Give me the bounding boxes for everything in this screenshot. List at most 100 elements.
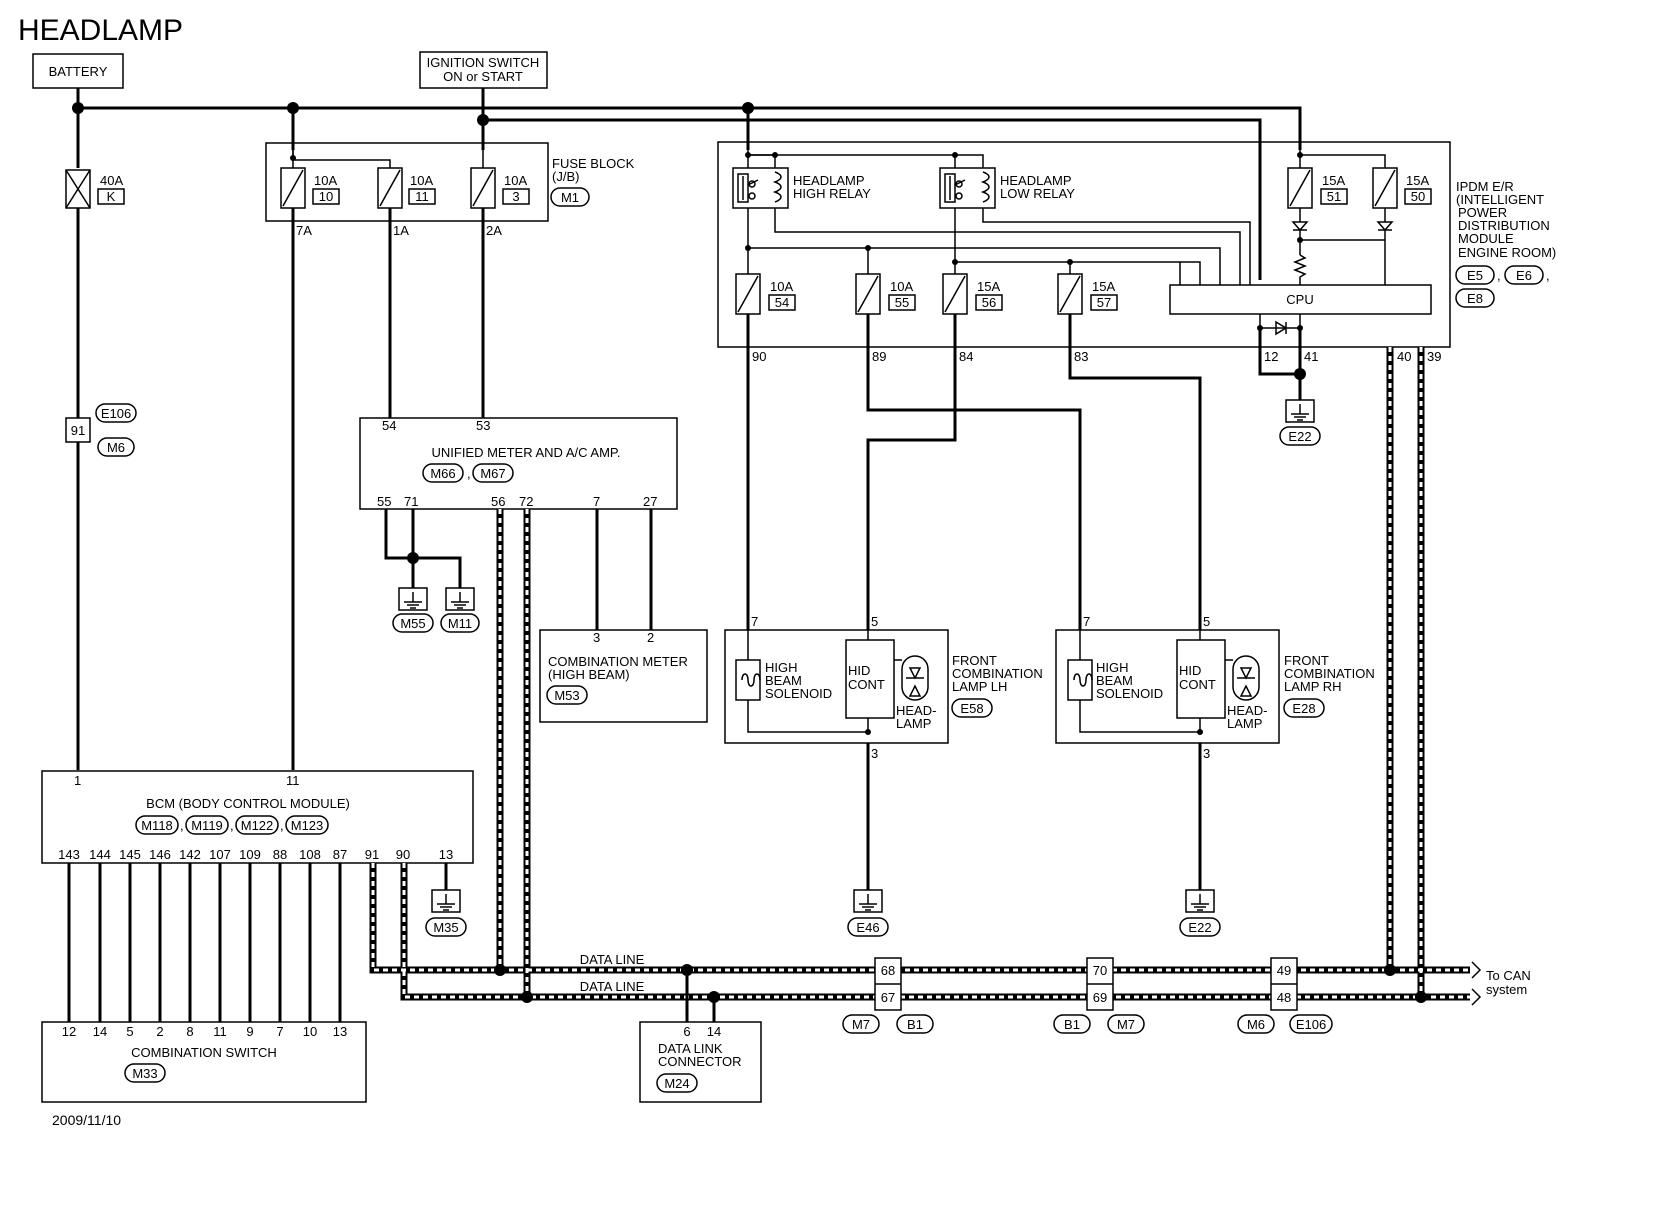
diagram-title: HEADLAMP: [18, 14, 183, 47]
can-joint-2-bottom: 69: [1093, 990, 1107, 1005]
lamp-lh-connector: [951, 698, 993, 718]
can-joint-1: [874, 957, 902, 1011]
meter-amp-pin-54: 54: [382, 418, 396, 433]
meter-amp-conn-2: [472, 463, 514, 483]
bcm-conn-m119: [185, 815, 229, 835]
can-joint-3-conn-1: [1237, 1014, 1275, 1034]
combo-meter-connector-label: M53: [554, 688, 579, 703]
combo-switch-pin-10: 10: [303, 1024, 317, 1039]
bcm-pin-145: 145: [119, 847, 141, 862]
ipdm-fuse-57-box: [1090, 294, 1118, 311]
fuse-11-no-box: [408, 188, 436, 205]
ground-m35-label: M35: [433, 920, 458, 935]
ipdm-fuse-51-amp: 15A: [1322, 173, 1345, 188]
ipdm-label-3: POWER: [1458, 205, 1507, 220]
fuse-block-fuses: [280, 150, 496, 209]
can-joint-2: [1086, 957, 1114, 1011]
ground-e22-rh-symbol: [1185, 889, 1215, 913]
can-joint-1-bottom: 67: [881, 990, 895, 1005]
ipdm-fuse-54-no: 54: [775, 295, 789, 310]
ipdm-pin-39: 39: [1427, 349, 1441, 364]
ipdm-fuse-56-no: 56: [982, 295, 996, 310]
ipdm-node-2: [772, 152, 778, 158]
meter-amp-box: [359, 417, 678, 510]
main-fuse-amp: 40A: [100, 173, 123, 188]
lamp-rh-connector: [1283, 698, 1325, 718]
splice-fuse-block: [287, 102, 299, 114]
can-joint-1-top: 68: [881, 963, 895, 978]
meter-amp-conn-1-label: M66: [430, 466, 455, 481]
bcm-pin-143: 143: [58, 847, 80, 862]
ground-m35: [425, 917, 467, 937]
lamp-rh-head-1: HEAD-: [1227, 703, 1267, 718]
lamp-lh-label-3: LAMP LH: [952, 679, 1007, 694]
combo-switch-pin-5: 5: [126, 1024, 133, 1039]
fuse-block-output-wires: [291, 208, 485, 770]
ipdm-fuse-57-no: 57: [1097, 295, 1111, 310]
battery-label: BATTERY: [49, 64, 108, 79]
ground-e22-ipdm: [1279, 426, 1321, 446]
ground-m55-symbol: [398, 587, 428, 611]
fuse-block-jumper: [292, 150, 391, 168]
bcm-pin-87: 87: [333, 847, 347, 862]
combo-switch-pin-11: 11: [213, 1024, 227, 1039]
ipdm-label-4: DISTRIBUTION: [1458, 218, 1550, 233]
low-relay-label-1: HEADLAMP: [1000, 173, 1072, 188]
main-fuse-number: K: [107, 189, 116, 204]
lamp-lh-pin-7: 7: [751, 614, 758, 629]
combo-meter-pin-2: 2: [647, 630, 654, 645]
ipdm-fuse-54-amp: 10A: [770, 279, 793, 294]
can-joint-3-bottom: 48: [1277, 990, 1291, 1005]
lamp-lh-head-1: HEAD-: [896, 703, 936, 718]
fuse-block-connector-label: M1: [561, 190, 579, 205]
fuse-block-box: [265, 142, 549, 222]
ipdm-relay-wires: [747, 150, 1251, 290]
fuse-11-amp: 10A: [410, 173, 433, 188]
ground-m11-label: M11: [448, 616, 472, 631]
bcm-conn-sep-1: ,: [180, 818, 184, 833]
bcm-switch-wires: [67, 863, 448, 1022]
combo-switch-connector: [124, 1063, 166, 1083]
fuse-3-amp: 10A: [504, 173, 527, 188]
bcm-conn-m122-label: M122: [241, 818, 274, 833]
fuse-block-pin-7a: 7A: [296, 223, 312, 238]
ipdm-fuses-51-50: [1287, 150, 1398, 290]
lamp-lh-box: [724, 629, 949, 744]
battery-bus-wires: [76, 88, 1302, 168]
ground-m35-symbol: [431, 889, 461, 913]
bcm-pin-13: 13: [439, 847, 453, 862]
joint-conn-1-label: E106: [101, 406, 131, 421]
lamp-rh-box: [1055, 629, 1280, 744]
joint-pin: 91: [71, 423, 85, 438]
ipdm-node-7: [1067, 259, 1073, 265]
ipdm-fuse-50-box: [1404, 188, 1432, 205]
splice-ipdm: [742, 102, 754, 114]
can-joint-1-conn-1: [842, 1014, 880, 1034]
ipdm-pin-90: 90: [752, 349, 766, 364]
can-joint-2-top: 70: [1093, 963, 1107, 978]
ipdm-pin-84: 84: [959, 349, 973, 364]
meter-amp-pin-72: 72: [519, 494, 533, 509]
ipdm-label-5: MODULE: [1458, 231, 1514, 246]
ipdm-node-9: [1297, 237, 1303, 243]
high-relay-symbol: [732, 167, 789, 209]
meter-amp-pin-7: 7: [593, 494, 600, 509]
meter-amp-pin-71: 71: [404, 494, 418, 509]
lamp-rh-pin-5: 5: [1203, 614, 1210, 629]
fuse-block-label: FUSE BLOCK: [552, 156, 635, 171]
ipdm-fuse-55-no: 55: [895, 295, 909, 310]
splice-battery: [72, 102, 84, 114]
lamp-rh-pin-3: 3: [1203, 746, 1210, 761]
combo-switch-box: [41, 1021, 367, 1103]
meter-amp-conn-sep: ,: [467, 466, 471, 481]
main-fuse-number-box: [97, 188, 125, 205]
low-relay-symbol: [939, 167, 996, 209]
lamp-lh-hid-2: CONT: [848, 677, 885, 692]
joint-conn-2-label: M6: [107, 440, 125, 455]
meter-amp-pin-56: 56: [491, 494, 505, 509]
lamp-rh-hid-1: HID: [1179, 663, 1201, 678]
lamp-lh-label-1: FRONT: [952, 653, 997, 668]
ipdm-fuse-50-no: 50: [1411, 189, 1425, 204]
ipdm-box: [717, 141, 1451, 348]
lamp-rh-label-1: FRONT: [1284, 653, 1329, 668]
